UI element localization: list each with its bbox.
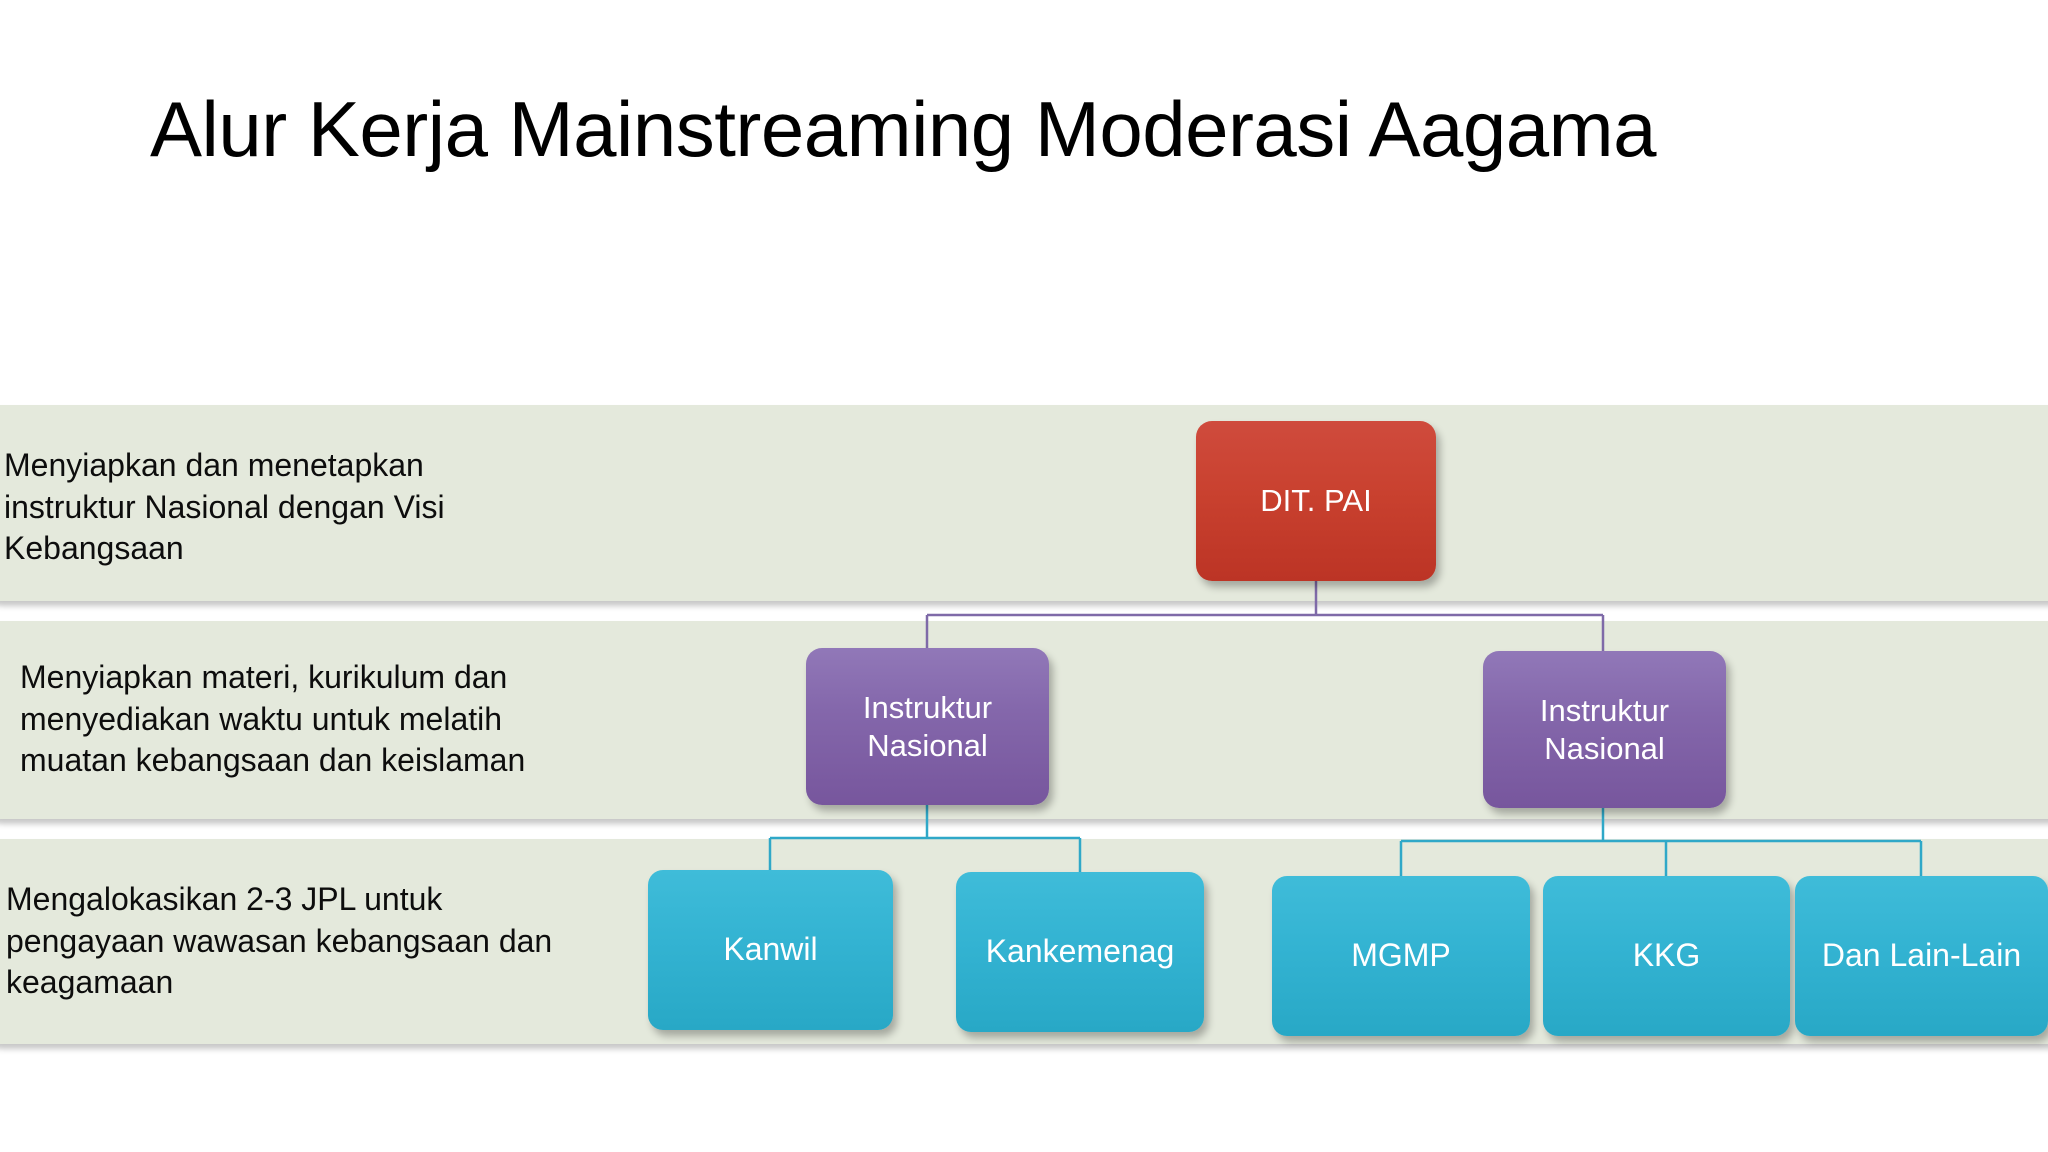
stage-band-1-text: Menyiapkan dan menetapkan instruktur Nas… (4, 447, 445, 567)
node-kankemenag[interactable]: Kankemenag (956, 872, 1204, 1032)
stage-band-2-text: Menyiapkan materi, kurikulum dan menyedi… (20, 659, 526, 779)
node-kanwil[interactable]: Kanwil (648, 870, 893, 1030)
node-instruktur-nasional-1[interactable]: Instruktur Nasional (806, 648, 1049, 805)
node-dit-pai[interactable]: DIT. PAI (1196, 421, 1436, 581)
node-instruktur-nasional-2[interactable]: Instruktur Nasional (1483, 651, 1726, 808)
node-dan-lain-lain[interactable]: Dan Lain-Lain (1795, 876, 2048, 1036)
page-title: Alur Kerja Mainstreaming Moderasi Aagama (150, 85, 1657, 173)
node-mgmp[interactable]: MGMP (1272, 876, 1530, 1036)
stage-band-3-text: Mengalokasikan 2-3 JPL untuk pengayaan w… (6, 881, 553, 1001)
stage-band-1: Menyiapkan dan menetapkan instruktur Nas… (0, 405, 2048, 601)
node-kkg[interactable]: KKG (1543, 876, 1790, 1036)
